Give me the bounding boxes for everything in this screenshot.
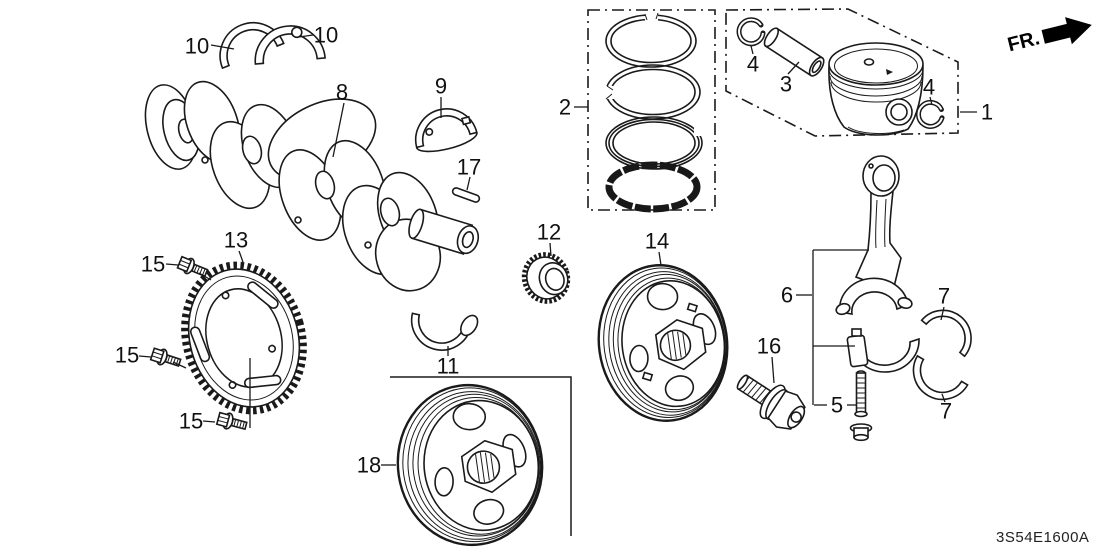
callout-17: 17 xyxy=(457,155,481,180)
pin-clip xyxy=(736,17,766,47)
piston-kit xyxy=(736,17,945,136)
ring-set-box xyxy=(587,9,716,211)
piston-ring-set xyxy=(604,11,707,213)
callout-7: 7 xyxy=(940,399,952,424)
callout-4: 4 xyxy=(923,75,935,100)
plate-bolts xyxy=(149,255,248,431)
callout-10: 10 xyxy=(185,34,209,59)
leader-line xyxy=(549,242,552,257)
callout-2: 2 xyxy=(559,95,571,120)
leader-line xyxy=(787,61,800,75)
diagram-code: 3S54E1600A xyxy=(996,529,1089,546)
callout-5: 5 xyxy=(831,393,843,418)
callout-10: 10 xyxy=(314,23,338,48)
callout-11: 11 xyxy=(437,354,460,379)
thrust-washers xyxy=(219,22,326,70)
leader-line xyxy=(466,176,471,191)
leader-line xyxy=(238,250,244,263)
fr-direction: FR. xyxy=(1005,17,1092,56)
crankshaft-drawing xyxy=(144,80,480,292)
crank-pulley-alt xyxy=(396,383,544,547)
woodruff-key xyxy=(451,187,481,203)
leader-line xyxy=(750,45,754,55)
leader-line xyxy=(165,263,179,266)
callout-15: 15 xyxy=(179,409,203,434)
leader-line xyxy=(941,393,946,403)
callout-9: 9 xyxy=(435,74,447,99)
leader-line xyxy=(332,102,345,158)
leader-line xyxy=(940,306,945,321)
callout-15: 15 xyxy=(141,252,165,277)
timing-pulse-plate xyxy=(181,261,307,415)
callout-14: 14 xyxy=(645,229,669,254)
callout-12: 12 xyxy=(537,220,561,245)
pin-clip xyxy=(916,99,945,129)
rod-bearings xyxy=(912,309,972,401)
fr-arrow-icon xyxy=(1041,17,1092,45)
leader-line xyxy=(210,44,235,50)
callout-3: 3 xyxy=(780,72,792,97)
pulley-bolt xyxy=(736,374,806,430)
leader-line xyxy=(929,96,933,106)
leader-line xyxy=(298,34,314,38)
leader-line xyxy=(771,356,775,384)
callout-6: 6 xyxy=(781,283,793,308)
callout-13: 13 xyxy=(224,228,248,253)
piston-kit-box xyxy=(725,8,959,137)
callout-18: 18 xyxy=(357,453,381,478)
part-group-frames xyxy=(390,8,959,536)
timing-gear xyxy=(521,252,571,304)
connecting-rod xyxy=(835,155,920,373)
rod-cap xyxy=(846,328,920,373)
callout-7: 7 xyxy=(938,284,950,309)
leader-line xyxy=(138,355,152,358)
leader-line xyxy=(658,251,662,266)
main-bearing-lower xyxy=(410,312,479,351)
main-bearing-upper xyxy=(414,108,478,153)
rod-bolt xyxy=(849,370,873,442)
leader-line xyxy=(202,420,216,423)
fr-label: FR. xyxy=(1005,27,1042,56)
piston-pin xyxy=(763,27,825,77)
callout-16: 16 xyxy=(757,334,781,359)
leader-line xyxy=(172,361,187,369)
leader-line xyxy=(198,272,212,281)
callout-1: 1 xyxy=(981,100,993,125)
callout-15: 15 xyxy=(115,343,139,368)
callout-8: 8 xyxy=(336,80,348,105)
crank-pulley xyxy=(597,264,729,422)
callout-4: 4 xyxy=(747,52,759,77)
pulley-bracket-line xyxy=(390,376,572,536)
piston xyxy=(828,42,924,136)
